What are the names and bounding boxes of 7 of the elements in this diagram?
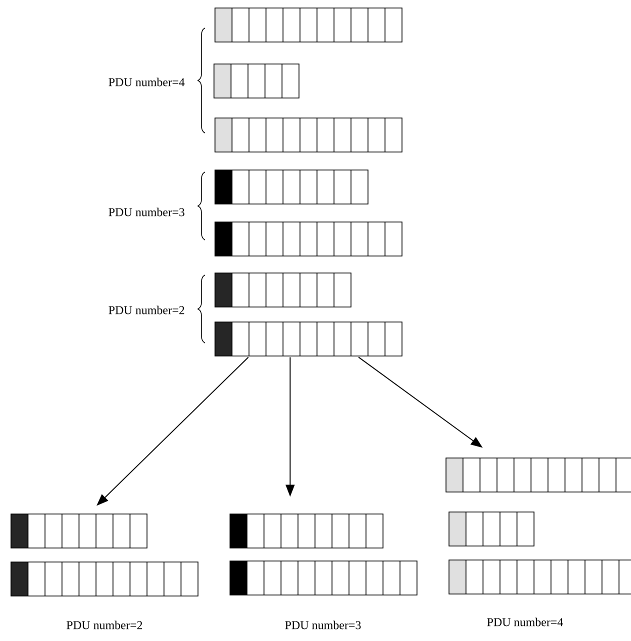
group-label: PDU number=2	[108, 306, 184, 314]
group-caption: PDU number=2	[66, 620, 142, 630]
group-label: PDU number=3	[108, 208, 184, 216]
group-caption: PDU number=4	[487, 618, 564, 626]
packet-stack	[214, 8, 402, 356]
group-label: PDU number=4	[108, 78, 185, 86]
group-caption: PDU number=3	[285, 620, 361, 630]
